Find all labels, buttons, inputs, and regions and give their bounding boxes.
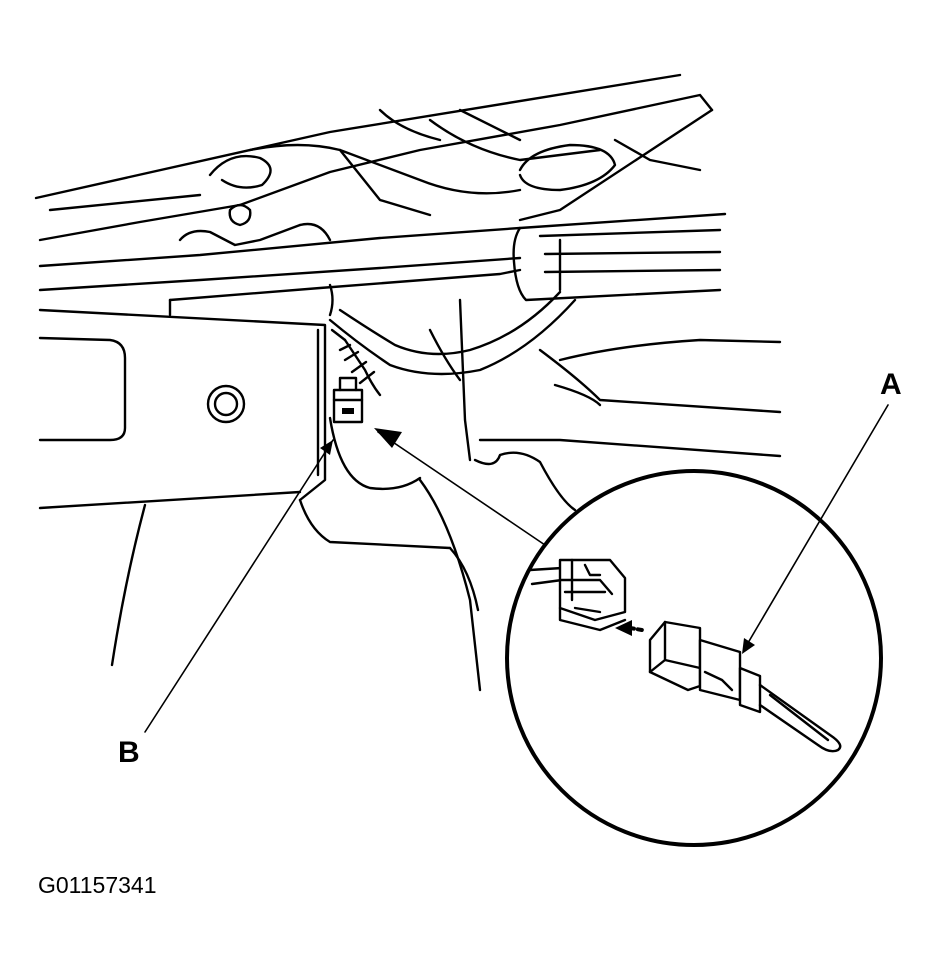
callout-label-a: A: [880, 368, 902, 401]
connector-b-illustration: [332, 376, 364, 424]
lower-structure: [328, 298, 782, 692]
cross-member: [38, 212, 727, 317]
detail-insert-arrowhead: [615, 620, 632, 636]
underbody-panel: [34, 73, 714, 247]
leader-line-a: [744, 404, 889, 649]
detail-insert-line: [628, 626, 644, 632]
figure-id: G01157341: [38, 872, 157, 898]
detail-probe-connector: [648, 620, 842, 753]
direction-line: [377, 431, 546, 546]
leader-line-b: [144, 439, 334, 733]
leader-arrow-b: [320, 440, 333, 455]
leader-arrow-a: [742, 638, 755, 654]
side-panel: [38, 308, 452, 667]
detail-circle: [505, 469, 883, 847]
callout-label-b: B: [118, 736, 140, 769]
wire-harness: [328, 290, 577, 397]
detail-harness-connector: [528, 558, 627, 632]
direction-arrowhead: [374, 428, 402, 448]
